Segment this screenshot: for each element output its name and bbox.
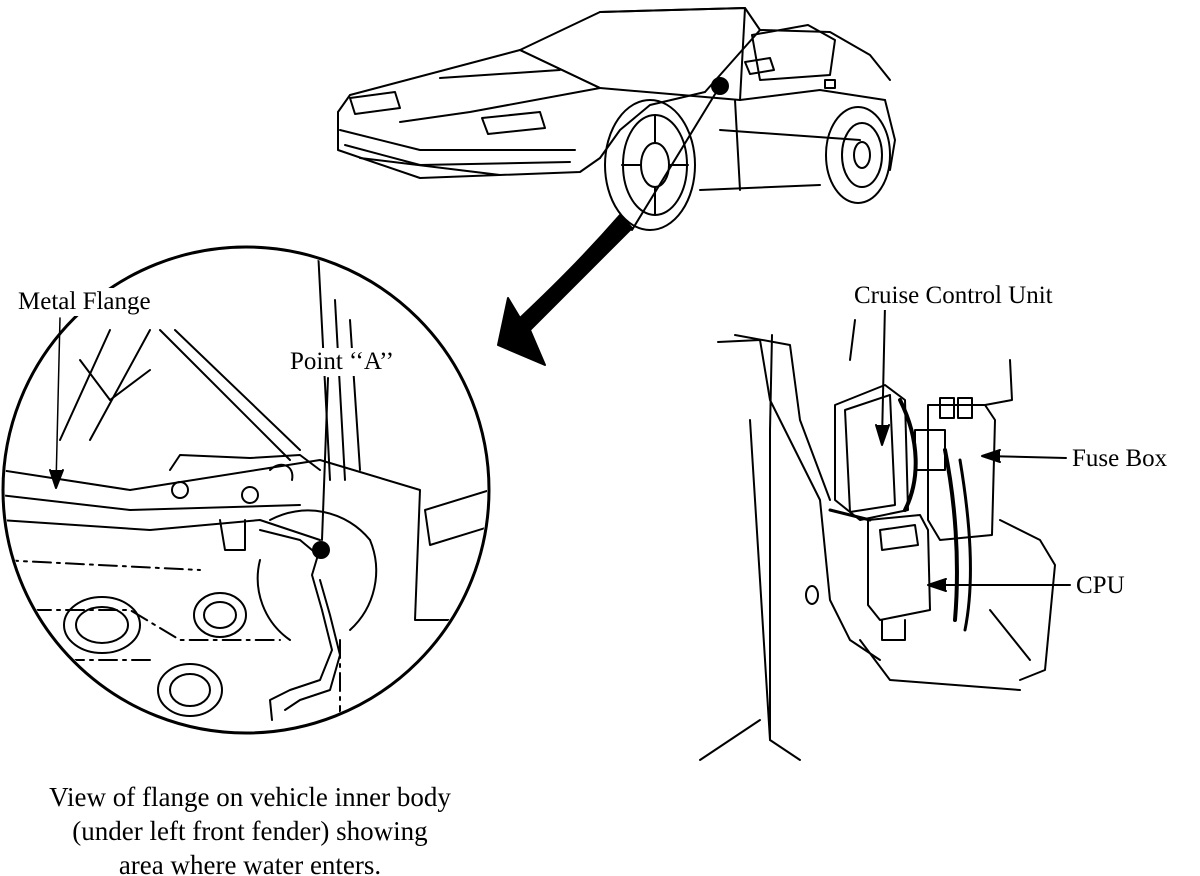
caption-line-3: area where water enters. — [118, 850, 382, 876]
caption-line-2: (under left front fender) showing — [72, 816, 428, 846]
cruise-control-unit-label: Cruise Control Unit — [852, 282, 1055, 310]
car-illustration — [337, 7, 896, 231]
figure-caption: View of flange on vehicle inner body (un… — [0, 780, 500, 876]
caption-line-1: View of flange on vehicle inner body — [49, 782, 451, 812]
callout-arrow — [497, 214, 633, 366]
flange-detail-view — [1, 245, 491, 735]
engine-bay-detail — [699, 304, 1071, 761]
metal-flange-label: Metal Flange — [16, 288, 153, 316]
cpu-label: CPU — [1074, 572, 1127, 600]
point-a-label: Point ‘‘A’’ — [288, 348, 396, 376]
fuse-box-label: Fuse Box — [1070, 445, 1170, 473]
